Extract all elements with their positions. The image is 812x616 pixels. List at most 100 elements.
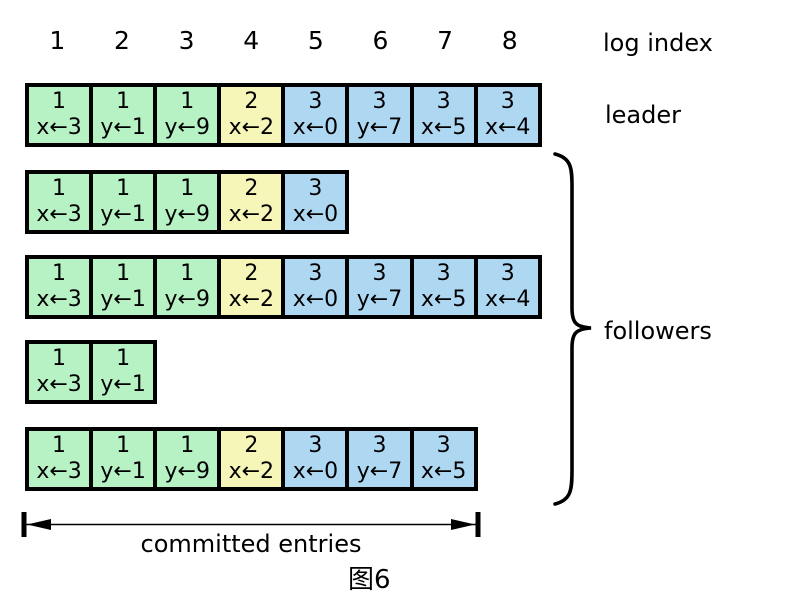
entry-term: 1 [116, 176, 131, 201]
entry-term: 1 [180, 176, 195, 201]
followers-brace [553, 152, 592, 506]
entry-command: x←5 [420, 115, 467, 140]
entry-command: y←1 [100, 115, 146, 140]
entry-term: 3 [308, 89, 323, 114]
entry-command: x←0 [292, 459, 339, 484]
entry-term: 1 [52, 261, 67, 286]
entry-command: y←9 [164, 459, 210, 484]
entry-term: 3 [500, 261, 515, 286]
entry-term: 3 [372, 89, 387, 114]
entry-command: x←2 [228, 115, 275, 140]
committed-entries-label: committed entries [140, 530, 362, 558]
entry-term: 3 [372, 433, 387, 458]
entry-term: 3 [436, 261, 451, 286]
entry-command: x←0 [292, 287, 339, 312]
followers-label: followers [604, 317, 712, 345]
log-index-number: 3 [178, 26, 195, 55]
log-index-number: 6 [372, 26, 389, 55]
log-index-number: 5 [307, 26, 324, 55]
entry-term: 3 [308, 433, 323, 458]
entry-term: 1 [116, 433, 131, 458]
figure-caption: 图6 [348, 565, 391, 595]
entry-command: x←3 [36, 287, 82, 312]
entry-term: 2 [244, 176, 259, 201]
entry-command: x←3 [36, 115, 82, 140]
entry-term: 3 [372, 261, 387, 286]
entry-command: x←0 [292, 115, 339, 140]
entry-term: 1 [180, 89, 195, 114]
entry-command: y←7 [356, 459, 403, 484]
entry-command: y←1 [100, 372, 146, 397]
entry-command: x←5 [420, 459, 467, 484]
entry-term: 3 [500, 89, 515, 114]
log-index-number: 8 [501, 26, 518, 55]
entry-command: x←3 [36, 202, 82, 227]
entry-command: y←7 [356, 287, 403, 312]
entry-term: 2 [244, 89, 259, 114]
entry-command: x←4 [484, 287, 531, 312]
log-index-number: 7 [437, 26, 454, 55]
entry-command: y←7 [356, 115, 403, 140]
entry-command: y←9 [164, 202, 210, 227]
log-index-number: 1 [49, 26, 66, 55]
entry-command: x←2 [228, 459, 275, 484]
log-index-number: 4 [243, 26, 260, 55]
entry-term: 3 [308, 176, 323, 201]
entry-command: x←3 [36, 372, 82, 397]
entry-term: 2 [244, 433, 259, 458]
leader-label: leader [605, 101, 682, 129]
entry-term: 1 [116, 261, 131, 286]
entry-command: x←5 [420, 287, 467, 312]
entry-term: 1 [52, 433, 67, 458]
committed-entries-extent-arrow [21, 512, 481, 537]
entry-command: y←9 [164, 287, 210, 312]
entry-command: x←2 [228, 202, 275, 227]
entry-term: 1 [52, 89, 67, 114]
entry-term: 1 [116, 89, 131, 114]
entry-term: 1 [180, 261, 195, 286]
entry-command: y←1 [100, 202, 146, 227]
entry-command: y←1 [100, 459, 146, 484]
entry-command: x←3 [36, 459, 82, 484]
entry-command: x←0 [292, 202, 339, 227]
entry-term: 3 [308, 261, 323, 286]
entry-command: x←2 [228, 287, 275, 312]
log-index-number: 2 [113, 26, 130, 55]
entry-term: 2 [244, 261, 259, 286]
entry-command: x←4 [484, 115, 531, 140]
entry-command: y←9 [164, 115, 210, 140]
